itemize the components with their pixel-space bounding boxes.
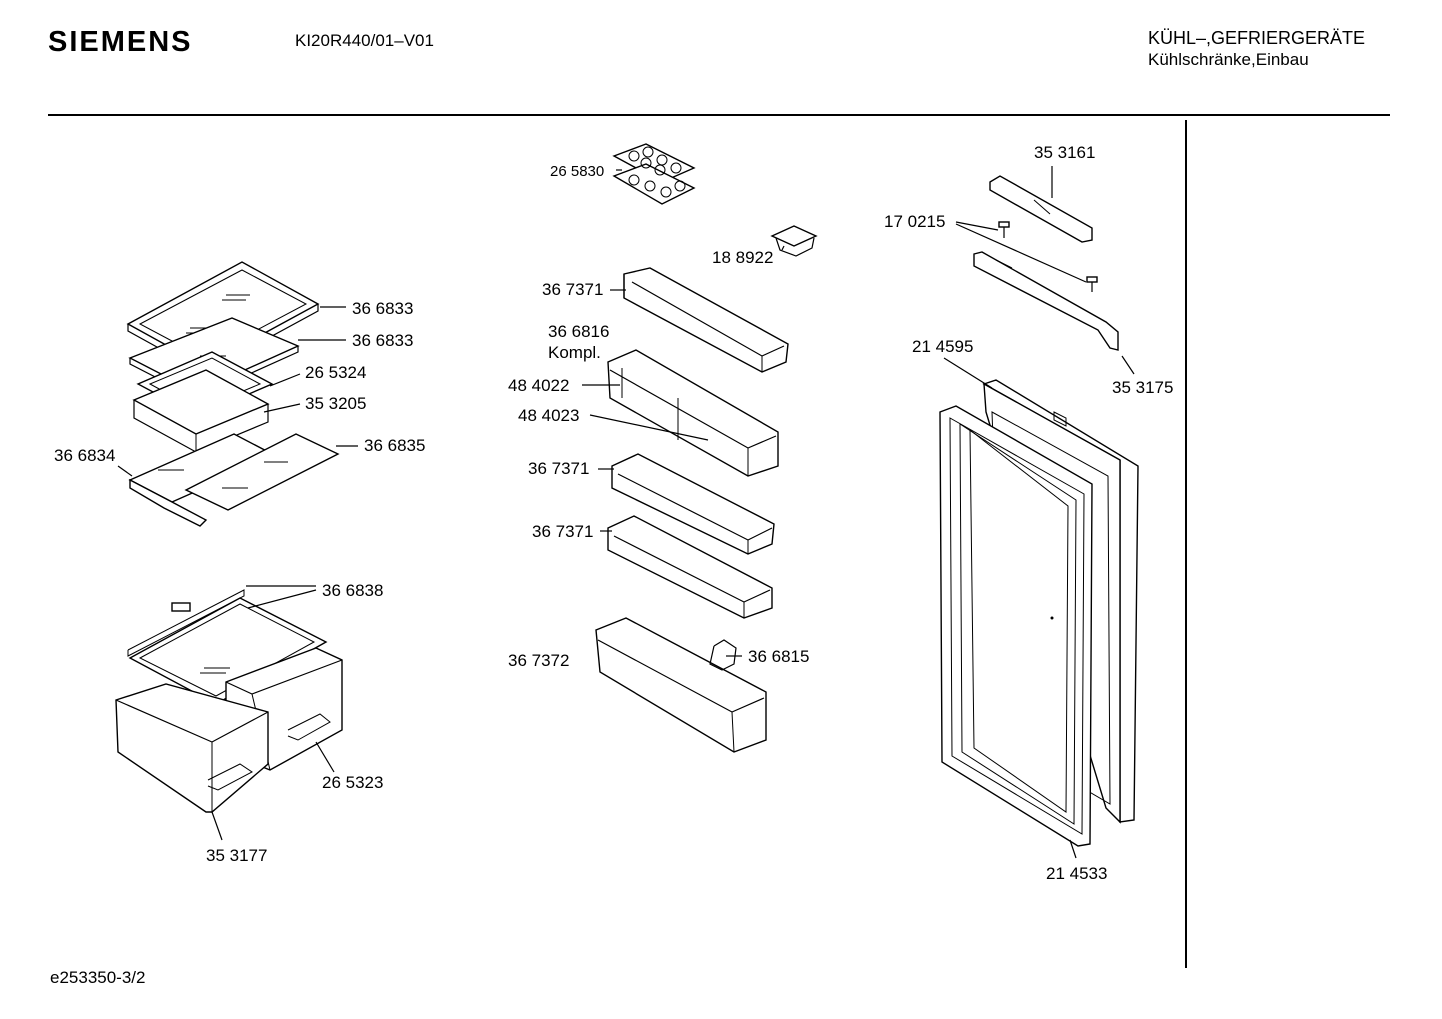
small-cup [770, 225, 818, 257]
label-kompl: Kompl. [548, 343, 601, 362]
split-glass-shelf [128, 433, 340, 527]
label-214595: 21 4595 [912, 337, 973, 356]
label-367371-second: 36 7371 [528, 459, 589, 478]
drawing-id: e253350-3/2 [50, 968, 146, 987]
brand-logo: SIEMENS [48, 26, 193, 58]
door-bin-3 [607, 515, 773, 619]
label-366835: 36 6835 [364, 436, 425, 455]
label-366833-top: 36 6833 [352, 299, 413, 318]
model-number: KI20R440/01–V01 [295, 31, 434, 50]
label-214533: 21 4533 [1046, 864, 1107, 883]
screw-bottom [1086, 276, 1098, 292]
door-bin-2 [611, 453, 775, 555]
door-bin-1 [623, 267, 789, 373]
crisper-drawer-left [115, 683, 269, 813]
label-353161: 35 3161 [1034, 143, 1095, 162]
door-bin-large [607, 349, 779, 477]
label-366816: 36 6816 [548, 322, 609, 341]
label-353177: 35 3177 [206, 846, 267, 865]
label-353205: 35 3205 [305, 394, 366, 413]
egg-tray [612, 143, 696, 205]
crisper-glass-cover [127, 589, 328, 705]
hinge-bracket [973, 251, 1119, 351]
label-367371-first: 36 7371 [542, 280, 603, 299]
label-366834: 36 6834 [54, 446, 115, 465]
label-366815: 36 6815 [748, 647, 809, 666]
label-484022: 48 4022 [508, 376, 569, 395]
label-265324: 26 5324 [305, 363, 366, 382]
label-366838: 36 6838 [322, 581, 383, 600]
label-367371-third: 36 7371 [532, 522, 593, 541]
header-rule [48, 114, 1390, 116]
door-gasket [939, 405, 1093, 847]
hinge-cover [989, 175, 1093, 243]
category-subtitle: Kühlschränke,Einbau [1148, 50, 1309, 69]
leader-lines [117, 166, 1135, 859]
label-265830: 26 5830 [550, 163, 604, 180]
label-367372: 36 7372 [508, 651, 569, 670]
label-366833-second: 36 6833 [352, 331, 413, 350]
label-484023: 48 4023 [518, 406, 579, 425]
bottle-bin [595, 617, 767, 753]
category-title: KÜHL–,GEFRIERGERÄTE [1148, 28, 1366, 48]
margin-rule [1185, 120, 1187, 968]
screw-top [998, 221, 1010, 238]
label-265323: 26 5323 [322, 773, 383, 792]
bottle-holder-clip [709, 639, 737, 671]
label-188922: 18 8922 [712, 248, 773, 267]
label-353175: 35 3175 [1112, 378, 1173, 397]
label-170215: 17 0215 [884, 212, 945, 231]
